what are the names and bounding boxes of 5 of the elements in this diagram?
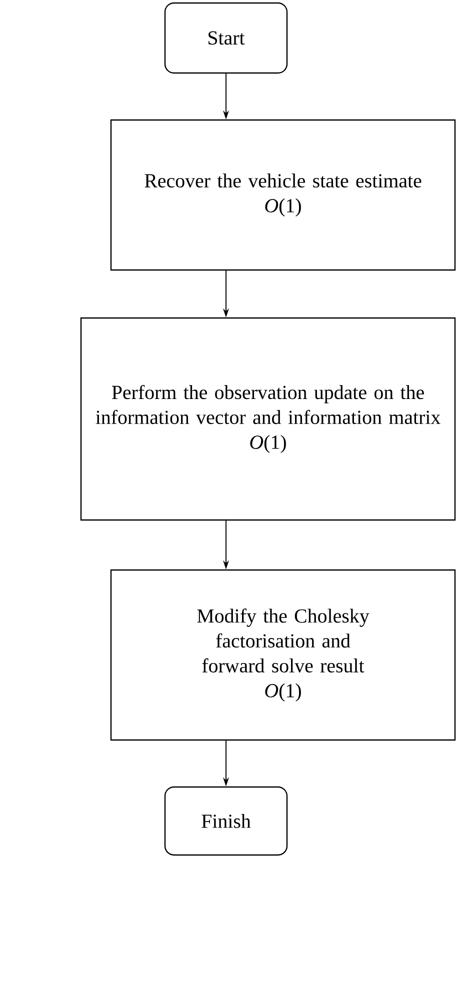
- terminal-box: Start: [164, 2, 288, 74]
- process-box: Perform the observation update on the information vector and information matrix O(1): [80, 317, 456, 521]
- terminal-box: Finish: [164, 786, 288, 856]
- process-box: Modify the Cholesky factorisation and forward solve result O(1): [110, 569, 456, 741]
- process-box: Recover the vehicle state estimate O(1): [110, 119, 456, 271]
